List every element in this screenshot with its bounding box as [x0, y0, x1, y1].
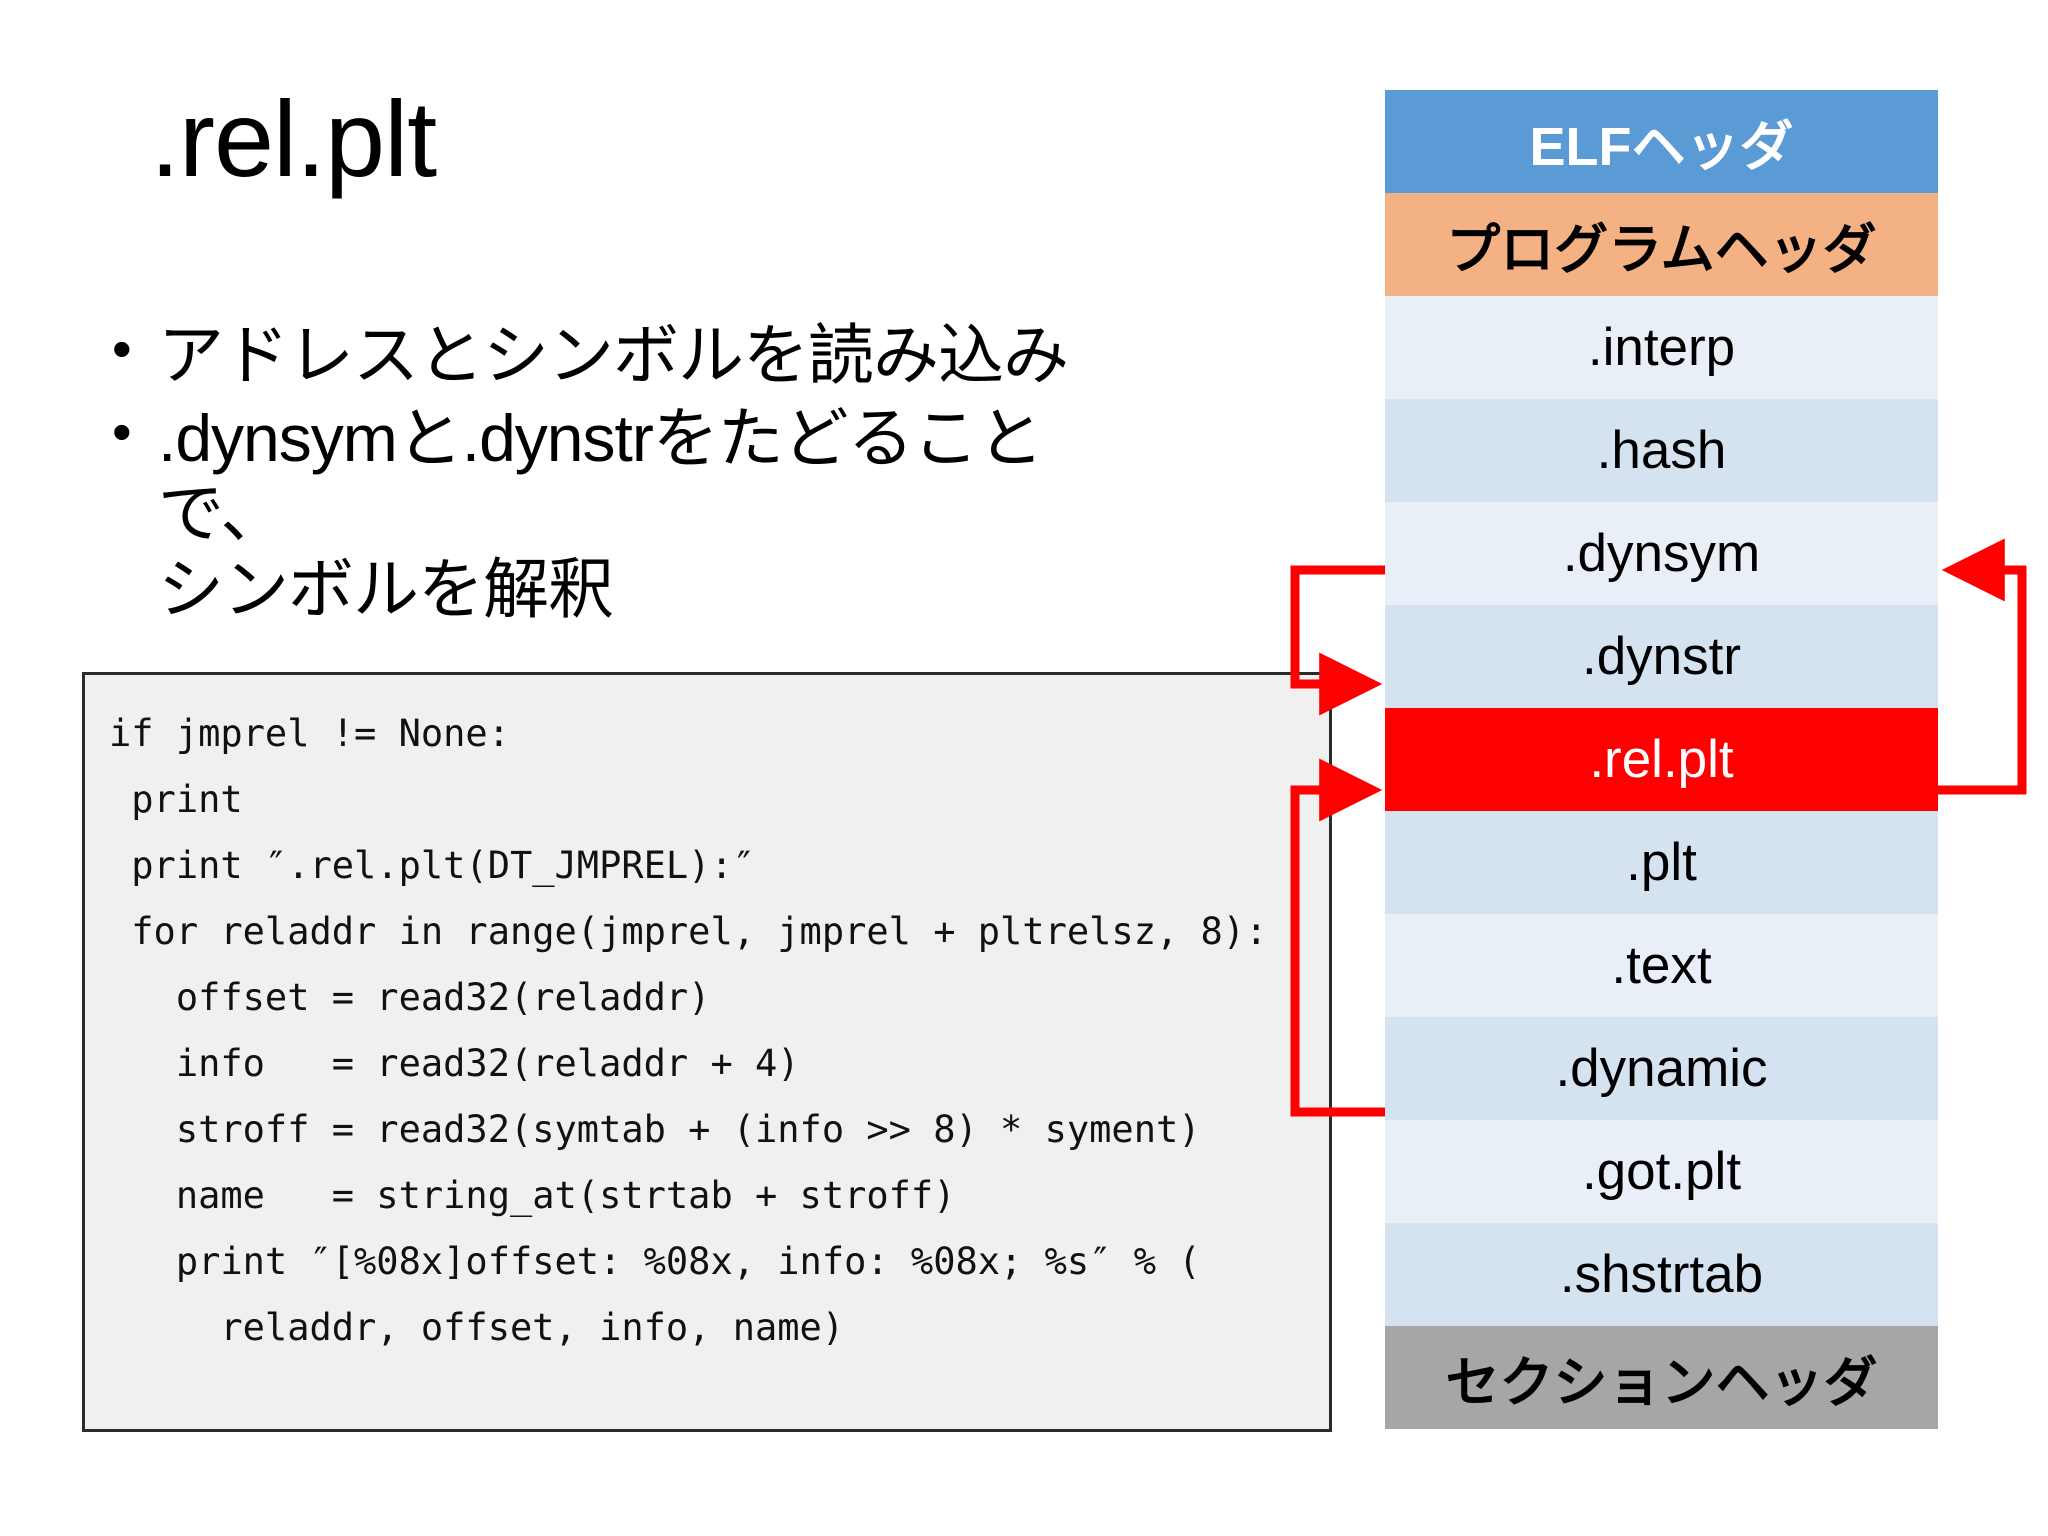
elf-section-hash: .hash [1385, 399, 1938, 502]
dynsym-to-dynstr-arrow [1290, 565, 1385, 716]
list-item: • アドレスとシンボルを読み込み [112, 317, 1132, 393]
code-line: offset = read32(reladdr) [109, 976, 711, 1019]
elf-section-row-12: セクションヘッダ [1385, 1326, 1938, 1429]
bullet-line-1: .dynsymと.dynstrをたどることで、 [158, 401, 1044, 551]
elf-section-dynsym: .dynsym [1385, 502, 1938, 605]
elf-section-elf: ELFヘッダ [1385, 90, 1938, 193]
code-line: if jmprel != None: [109, 712, 510, 755]
bullet-dot-icon: • [112, 400, 132, 464]
elf-layout-diagram: ELFヘッダプログラムヘッダ.interp.hash.dynsym.dynstr… [1385, 90, 1938, 1429]
bullet-dot-icon: • [112, 317, 132, 380]
code-line: print [109, 778, 243, 821]
code-line: stroff = read32(symtab + (info >> 8) * s… [109, 1108, 1201, 1151]
elf-section-plt: .plt [1385, 811, 1938, 914]
bullet-text: .dynsymと.dynstrをたどることで、 シンボルを解釈 [158, 401, 1132, 627]
elf-section-text: .text [1385, 914, 1938, 1017]
code-line: print ″[%08x]offset: %08x, info: %08x; %… [109, 1240, 1201, 1283]
code-block: if jmprel != None: print print ″.rel.plt… [82, 672, 1332, 1432]
elf-section-shstrtab: .shstrtab [1385, 1223, 1938, 1326]
elf-section-dynstr: .dynstr [1385, 605, 1938, 708]
code-line: for reladdr in range(jmprel, jmprel + pl… [109, 910, 1268, 953]
relplt-to-dynsym-arrow [1938, 538, 2027, 795]
code-line: name = string_at(strtab + stroff) [109, 1174, 956, 1217]
code-line: reladdr, offset, info, name) [109, 1306, 845, 1349]
elf-section-got-plt: .got.plt [1385, 1120, 1938, 1223]
code-line: info = read32(reladdr + 4) [109, 1042, 800, 1085]
bullet-list: • アドレスとシンボルを読み込み • .dynsymと.dynstrをたどること… [112, 317, 1132, 635]
code-line: print ″.rel.plt(DT_JMPREL):″ [109, 844, 756, 887]
code-lines: if jmprel != None: print print ″.rel.plt… [109, 701, 1329, 1361]
elf-section-row-1: プログラムヘッダ [1385, 193, 1938, 296]
page-title: .rel.plt [150, 78, 437, 199]
bullet-text: アドレスとシンボルを読み込み [158, 318, 1132, 393]
elf-section-dynamic: .dynamic [1385, 1017, 1938, 1120]
bullet-line-2: シンボルを解釈 [158, 551, 614, 626]
elf-section-rel-plt: .rel.plt [1385, 708, 1938, 811]
list-item: • .dynsymと.dynstrをたどることで、 シンボルを解釈 [112, 401, 1132, 627]
elf-section-interp: .interp [1385, 296, 1938, 399]
bullet-line-1: アドレスとシンボルを読み込み [158, 318, 1069, 392]
